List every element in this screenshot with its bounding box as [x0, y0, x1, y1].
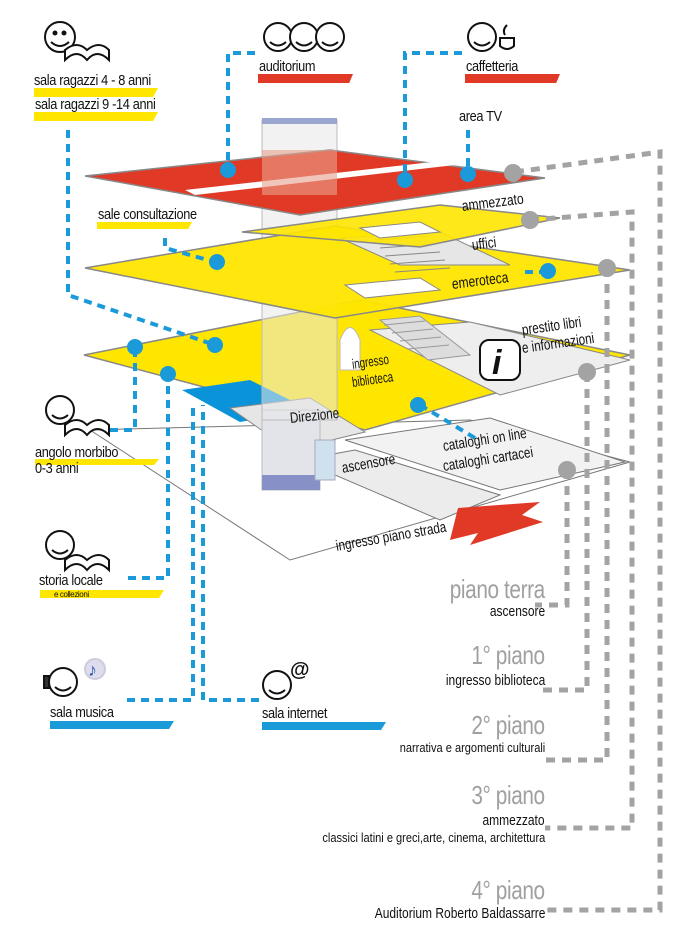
tag-sala-ragazzi-1 — [34, 88, 158, 97]
smiley-book-icon — [45, 530, 110, 573]
floor-name-3[interactable]: 3° piano — [471, 780, 546, 810]
label-angolo-age: 0-3 anni — [35, 460, 79, 477]
label-angolo-morbibo[interactable]: angolo morbibo — [35, 444, 119, 461]
label-area-tv[interactable]: area TV — [459, 108, 502, 125]
tag-storia-locale — [40, 590, 164, 598]
label-sale-consultazione[interactable]: sale consultazione — [98, 206, 197, 223]
tag-sala-ragazzi-2 — [34, 112, 158, 121]
smiley-book-icon — [45, 395, 110, 438]
floor-desc-2: narrativa e argomenti culturali — [399, 740, 545, 755]
label-sala-ragazzi-9-14[interactable]: sala ragazzi 9 -14 anni — [35, 96, 156, 113]
smiley-coffee-icon — [467, 22, 515, 52]
at-icon: @ — [290, 659, 310, 681]
tag-auditorium — [258, 74, 353, 83]
grey-connectors — [514, 149, 663, 913]
entrance-arrow — [450, 502, 543, 545]
floor-desc-3: classici latini e greci,arte, cinema, ar… — [322, 830, 545, 845]
label-sala-ragazzi-4-8[interactable]: sala ragazzi 4 - 8 anni — [34, 72, 151, 89]
floor-sub-ground: ascensore — [489, 603, 545, 620]
floor-name-2[interactable]: 2° piano — [471, 710, 546, 740]
label-storia-locale[interactable]: storia locale — [39, 572, 103, 589]
connector-storia-locale — [128, 375, 170, 580]
connector-auditorium — [226, 51, 255, 170]
connector-caffetteria — [403, 51, 462, 178]
connector-ground-floor — [535, 470, 570, 608]
connector-cataloghi — [418, 403, 477, 440]
connector-sale-consultazione — [163, 238, 216, 264]
tag-sala-internet — [262, 722, 386, 730]
tag-angolo-morbibo — [35, 459, 159, 465]
smiley-headphones-icon — [43, 658, 106, 697]
connector-1st-floor — [540, 373, 590, 693]
stair-steps-1 — [383, 320, 450, 350]
grey-connector-pins — [504, 164, 616, 479]
label-caffetteria[interactable]: caffetteria — [466, 58, 519, 75]
stair-opening-2 — [343, 277, 442, 299]
blue-connectors — [66, 51, 545, 702]
info-glyph: i — [492, 344, 503, 382]
tag-sala-musica — [50, 721, 174, 729]
smiley-internet-icon — [262, 670, 292, 700]
connector-3rd-floor — [529, 209, 635, 831]
label-storia-locale-sub: e collezioni — [54, 590, 89, 599]
label-uffici[interactable]: uffici — [470, 234, 498, 254]
connector-sala-musica — [127, 405, 195, 702]
ground-floor — [88, 417, 632, 561]
fourth-floor — [84, 149, 546, 216]
mezzanine-floor — [241, 204, 561, 248]
stairs-1 — [378, 315, 472, 361]
connector-2nd-floor — [545, 268, 610, 763]
label-sala-musica[interactable]: sala musica — [50, 704, 114, 721]
floor-name-ground[interactable]: piano terra — [449, 574, 545, 604]
smiley-triple-icon — [263, 22, 345, 52]
info-icon — [479, 339, 521, 381]
ground-floor-inner-plate — [344, 417, 627, 491]
smiley-book-icon — [44, 21, 110, 63]
connector-sala-internet — [201, 405, 259, 702]
music-note-icon: ♪ — [88, 660, 97, 680]
floor-sub-1: ingresso biblioteca — [445, 672, 545, 689]
connector-4th-floor — [514, 149, 663, 913]
label-auditorium[interactable]: auditorium — [259, 58, 316, 75]
connector-sala-ragazzi — [66, 130, 216, 347]
blue-connector-pins — [127, 162, 556, 413]
tag-caffetteria — [465, 74, 560, 83]
floor-name-1[interactable]: 1° piano — [471, 640, 546, 670]
floor-sub-3: ammezzato — [482, 812, 545, 829]
mezzanine-opening — [358, 221, 442, 239]
ascensore-area — [298, 449, 502, 521]
floor-name-4[interactable]: 4° piano — [471, 875, 546, 905]
floor-sub-4: Auditorium Roberto Baldassarre — [374, 905, 545, 922]
label-sala-internet[interactable]: sala internet — [262, 705, 328, 722]
tag-sale-consultazione — [97, 222, 192, 229]
